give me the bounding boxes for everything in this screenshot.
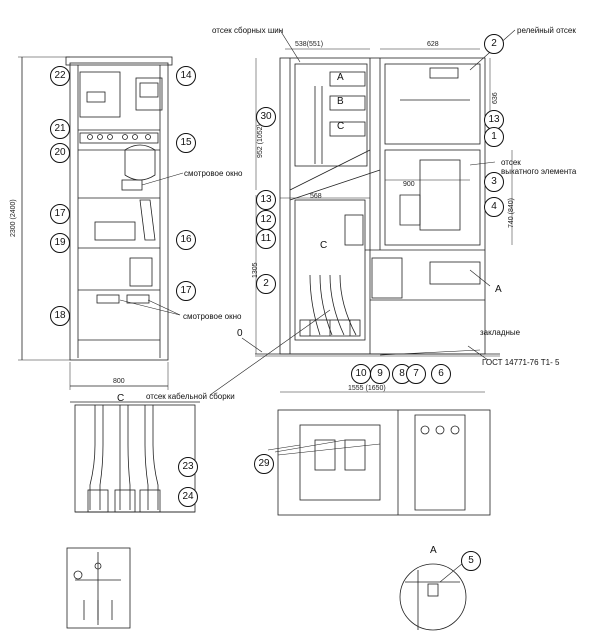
callout-9: 9 [370,364,390,384]
gost-label: ГОСТ 14771-76 Т1- 5 [482,358,560,367]
callout-6: 6 [431,364,451,384]
electrical-schematic [66,547,131,629]
dim-538: 538(551) [295,41,324,48]
callout-5: 5 [461,551,481,571]
callout-17-bottom: 17 [176,281,196,301]
callout-4: 4 [484,197,504,217]
viewing-window-label-1: смотровое окно [184,169,243,178]
withdrawable-compartment-label: отсек выкатного элемента [501,158,577,176]
callout-22: 22 [50,66,70,86]
dim-568: 568 [310,193,322,200]
dim-800: 800 [113,378,125,385]
phase-c-label: C [337,121,345,132]
section-c-label: C [320,240,328,251]
dim-952: 952 (1052) [257,124,264,158]
callout-15: 15 [176,133,196,153]
side-section [209,29,516,396]
dim-740: 740 (840) [508,198,515,228]
dim-900: 900 [403,181,415,188]
callout-7: 7 [406,364,426,384]
busbar-compartment-label: отсек сборных шин [212,26,284,35]
phase-a-label: A [337,72,344,83]
embedded-label: закладные [480,328,521,337]
callout-18: 18 [50,306,70,326]
callout-14: 14 [176,66,196,86]
view-c-label: C [117,393,125,404]
callout-19: 19 [50,233,70,253]
dim-2300: 2300 (2400) [10,199,17,237]
front-view [18,56,184,390]
callout-2-top: 2 [484,34,504,54]
cable-compartment-label: отсек кабельной сборки [146,392,235,401]
callout-20: 20 [50,143,70,163]
dim-636: 636 [492,92,499,104]
callout-16: 16 [176,230,196,250]
detail-a [399,562,467,631]
callout-13-left: 13 [256,190,276,210]
callout-1: 1 [484,127,504,147]
callout-3: 3 [484,172,504,192]
detail-a-title: A [430,545,437,556]
callout-17-top: 17 [50,204,70,224]
relay-compartment-label: релейный отсек [517,26,576,35]
callout-11: 11 [256,229,276,249]
dim-628: 628 [427,41,439,48]
callout-21: 21 [50,119,70,139]
viewing-window-label-2: смотровое окно [183,312,242,321]
cable-section-view [70,401,200,513]
zero-level-label: 0 [237,328,243,339]
callout-24: 24 [178,487,198,507]
callout-30: 30 [256,107,276,127]
callout-23: 23 [178,457,198,477]
callout-10: 10 [351,364,371,384]
callout-2-left: 2 [256,274,276,294]
plan-view [267,409,491,516]
dim-1555: 1555 (1650) [348,385,386,392]
phase-b-label: B [337,96,344,107]
callout-29: 29 [254,454,274,474]
callout-12: 12 [256,210,276,230]
detail-a-marker: A [495,284,502,295]
